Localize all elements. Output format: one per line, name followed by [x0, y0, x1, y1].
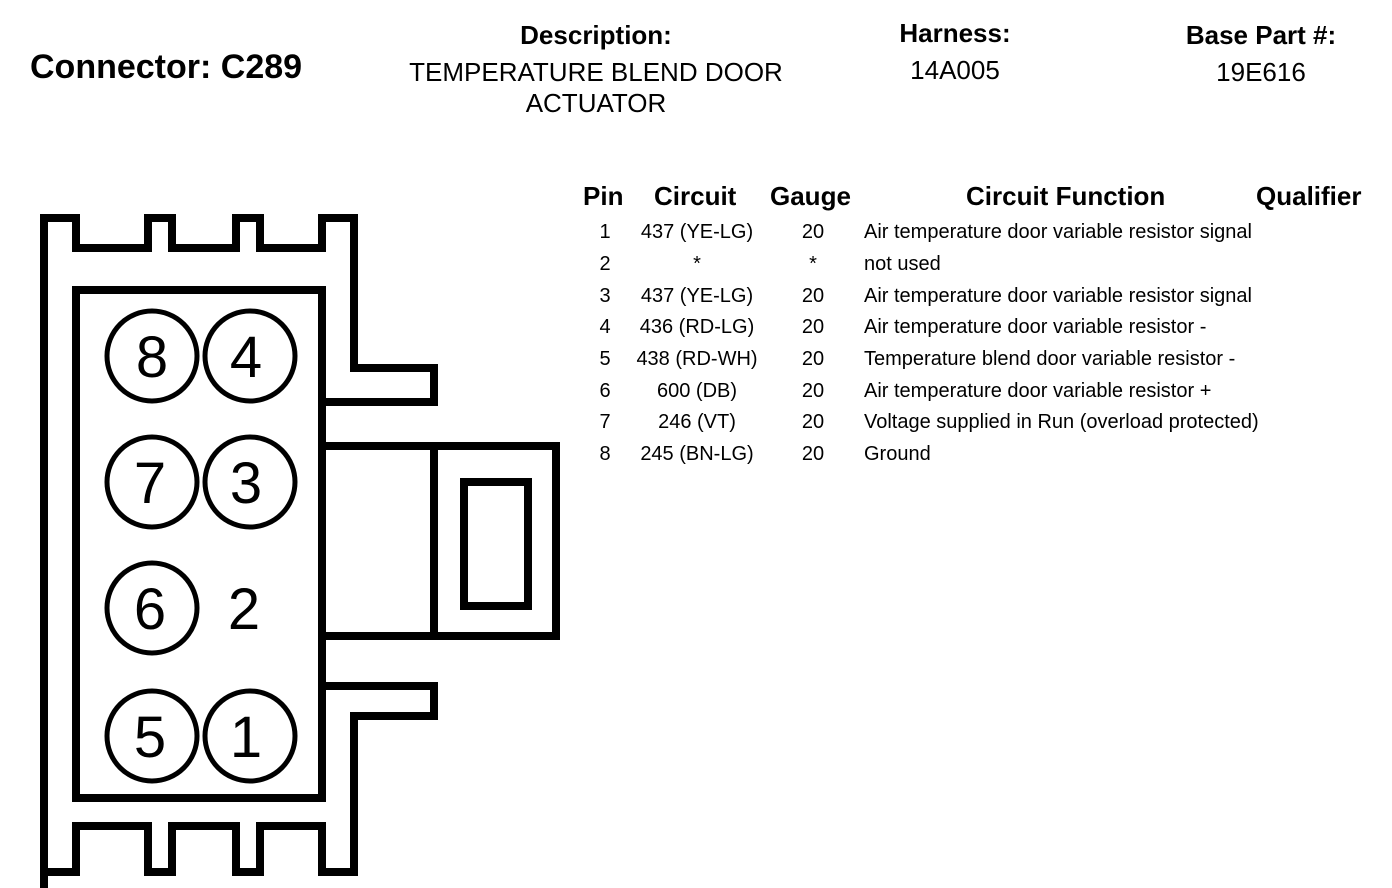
pin-4-label: 4: [230, 325, 262, 390]
row-8-pin: 8: [599, 443, 611, 465]
pin-3: 3: [202, 434, 298, 530]
connector-housing-outline: [40, 214, 560, 888]
pin-8-label: 8: [136, 325, 168, 390]
row-3-gauge: 20: [801, 285, 825, 307]
row-4-gauge: 20: [801, 316, 825, 338]
row-7-pin: 7: [599, 411, 611, 433]
connector-title: Connector: C289: [30, 48, 303, 86]
row-1-pin: 1: [599, 221, 611, 243]
row-1-gauge: 20: [801, 221, 825, 243]
harness-value: 14A005: [910, 55, 1000, 85]
pin-1-label: 1: [230, 705, 262, 770]
column-header-pin: Pin: [583, 181, 624, 211]
row-6-function: Air temperature door variable resistor +: [864, 380, 1212, 402]
row-5-pin: 5: [599, 348, 611, 370]
pin-8: 8: [104, 308, 200, 404]
row-3-function: Air temperature door variable resistor s…: [864, 285, 1252, 307]
row-7-function: Voltage supplied in Run (overload protec…: [864, 411, 1259, 433]
row-5-circuit: 438 (RD-WH): [636, 348, 758, 370]
row-7-gauge: 20: [801, 411, 825, 433]
row-2-pin: 2: [599, 253, 611, 275]
pin-2: 2: [228, 577, 260, 642]
row-1-circuit: 437 (YE-LG): [640, 221, 754, 243]
pin-2-label: 2: [228, 577, 260, 642]
row-7-circuit: 246 (VT): [658, 411, 736, 433]
row-3-pin: 3: [599, 285, 611, 307]
connector-face-diagram: 8 4 7 3 6 2 5 1: [40, 214, 560, 888]
pin-5: 5: [104, 688, 200, 784]
pin-7: 7: [104, 434, 200, 530]
row-4-pin: 4: [599, 316, 611, 338]
row-8-gauge: 20: [801, 443, 825, 465]
row-6-circuit: 600 (DB): [656, 380, 738, 402]
row-4-function: Air temperature door variable resistor -: [864, 316, 1207, 338]
row-5-function: Temperature blend door variable resistor…: [864, 348, 1236, 370]
description-label: Description:: [520, 20, 672, 50]
row-8-function: Ground: [864, 443, 931, 465]
row-2-function: not used: [864, 253, 941, 275]
base-part-label: Base Part #:: [1185, 20, 1337, 50]
row-6-gauge: 20: [801, 380, 825, 402]
base-part-block: Base Part #: 19E616: [1160, 20, 1362, 88]
column-header-circuit: Circuit: [654, 181, 737, 211]
description-block: Description: TEMPERATURE BLEND DOOR ACTU…: [390, 20, 802, 119]
pin-3-label: 3: [230, 451, 262, 516]
base-part-value: 19E616: [1216, 57, 1306, 87]
row-6-pin: 6: [599, 380, 611, 402]
row-5-gauge: 20: [801, 348, 825, 370]
row-2-circuit: *: [693, 253, 701, 275]
column-header-function: Circuit Function: [966, 181, 1166, 211]
description-line-2: ACTUATOR: [525, 88, 667, 118]
pin-cavity: [72, 286, 326, 802]
column-header-gauge: Gauge: [770, 181, 851, 211]
column-header-qualifier: Qualifier: [1256, 181, 1362, 211]
pin-5-label: 5: [134, 705, 166, 770]
pin-6-label: 6: [134, 577, 166, 642]
pin-1: 1: [202, 688, 298, 784]
description-line-1: TEMPERATURE BLEND DOOR: [409, 57, 783, 87]
row-8-circuit: 245 (BN-LG): [640, 443, 754, 465]
harness-label: Harness:: [899, 18, 1011, 48]
row-3-circuit: 437 (YE-LG): [640, 285, 754, 307]
row-1-function: Air temperature door variable resistor s…: [864, 221, 1252, 243]
pin-7-label: 7: [134, 451, 166, 516]
harness-block: Harness: 14A005: [870, 18, 1040, 86]
locking-tab-window: [460, 478, 532, 610]
row-4-circuit: 436 (RD-LG): [639, 316, 755, 338]
row-2-gauge: *: [809, 253, 817, 275]
pin-6: 6: [104, 560, 200, 656]
pin-4: 4: [202, 308, 298, 404]
